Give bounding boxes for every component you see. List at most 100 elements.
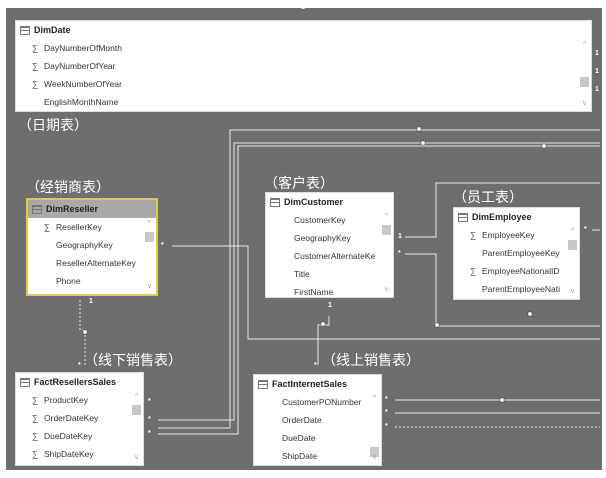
sigma-icon: ∑ [32,79,39,89]
card-many: * [148,416,151,423]
sigma-icon: ∑ [32,413,39,423]
field-name: EnglishMonthName [44,97,119,107]
card-many: * [385,396,388,403]
label-online-sales-table: （线上销售表） [322,353,420,369]
card-one: 1 [89,298,93,305]
card-one: 1 [328,302,332,309]
sigma-icon: ∑ [470,230,477,240]
scrollbar[interactable]: ^v [382,213,391,293]
field-row[interactable]: OrderDate [254,411,381,429]
card-many: * [148,398,151,405]
field-row[interactable]: Title [266,265,393,283]
rel-employee-cust [405,253,600,327]
card-many: * [148,430,151,437]
field-name: WeekNumberOfYear [44,79,122,89]
field-row[interactable]: ∑ DayNumberOfMonth [16,39,591,57]
card-one: 1 [595,50,599,57]
field-name: EmployeeNationalID [482,266,560,276]
card-many: * [584,226,587,233]
field-name: Title [294,269,310,279]
field-name: CustomerKey [294,215,346,225]
scrollbar[interactable]: ^v [145,220,154,290]
field-row[interactable]: DueDate [254,429,381,447]
card-one: 1 [301,4,305,11]
card-many: * [161,242,164,249]
field-row[interactable]: ∑ ProductKey [16,391,143,409]
card-many: * [385,409,388,416]
label-reseller-table: （经销商表） [26,180,110,196]
field-row[interactable]: ∑ EmployeeNationalID [454,262,579,280]
field-name: ShipDate [282,451,317,461]
rel-date-2 [158,142,600,421]
field-row[interactable]: ∑ OrderDateKey [16,409,143,427]
field-name: ParentEmployeeNati [482,284,560,294]
field-row[interactable]: ParentEmployeeKey [454,244,579,262]
field-name: FirstName [294,287,334,297]
field-row[interactable]: GeographyKey [28,236,156,254]
field-row[interactable]: ∑ ShipDateKey [16,445,143,463]
card-one: 1 [398,233,402,240]
sigma-icon: ∑ [470,266,477,276]
label-employee-table: （员工表） [453,190,523,206]
table-icon [270,198,280,208]
field-name: ResellerKey [56,222,102,232]
field-row[interactable]: CustomerPONumber [254,393,381,411]
field-name: CustomerAlternateKe [294,251,376,261]
card-many: * [314,362,317,369]
label-offline-sales-table: （线下销售表） [84,353,182,369]
field-row[interactable]: ResellerAlternateKey [28,254,156,272]
sigma-icon: ∑ [32,449,39,459]
scrollbar[interactable]: ^v [580,41,589,107]
field-row[interactable]: ∑DueDateKey [16,427,143,445]
field-name: ResellerAlternateKey [56,258,136,268]
field-name: ProductKey [44,395,88,405]
field-row[interactable]: EnglishMonthName [16,93,591,111]
scrollbar[interactable]: ^v [568,228,577,295]
field-name: DayNumberOfMonth [44,43,122,53]
label-customer-table: （客户表） [264,176,334,192]
rel-reseller-sales [79,300,86,365]
rel-customer-employee [405,182,600,238]
field-name: GeographyKey [294,233,351,243]
field-row[interactable]: CustomerAlternateKe [266,247,393,265]
field-row[interactable]: Phone [28,272,156,290]
field-row[interactable]: FirstName [266,283,393,297]
table-icon [20,26,30,36]
scrollbar[interactable]: ^v [132,393,141,461]
field-row[interactable]: ∑EmployeeKey [454,226,579,244]
table-icon [20,378,30,388]
card-many: * [398,250,401,257]
field-row[interactable]: ParentEmployeeNati [454,280,579,298]
card-one: 1 [595,68,599,75]
scrollbar[interactable]: ^v [370,395,379,461]
rel-reseller-internet [172,245,600,340]
field-name: ShipDateKey [44,449,94,459]
field-row[interactable]: GeographyKey [266,229,393,247]
table-icon [32,205,42,215]
rel-date-3 [158,145,600,435]
field-row[interactable]: ∑ WeekNumberOfYear [16,75,591,93]
sigma-icon: ∑ [32,61,39,71]
field-row[interactable]: ∑DayNumberOfYear [16,57,591,75]
table-factresellerssales[interactable]: FactResellersSales ∑ProductKey∑OrderDate… [15,372,144,466]
field-row[interactable]: CustomerKey [266,211,393,229]
table-icon [258,380,268,390]
card-many: * [78,362,81,369]
field-row[interactable]: ShipDate [254,447,381,465]
field-row[interactable]: ∑ResellerKey [28,218,156,236]
sigma-icon: ∑ [32,43,39,53]
field-name: OrderDateKey [44,413,99,423]
field-name: GeographyKey [56,240,113,250]
sigma-icon: ∑ [32,395,39,405]
rel-date-1 [158,129,600,429]
table-icon [458,213,468,223]
card-one: 1 [595,86,599,93]
field-name: ParentEmployeeKey [482,248,560,258]
field-name: OrderDate [282,415,322,425]
table-dimdate[interactable]: DimDate ∑DayNumberOfMonth∑DayNumberOfYea… [15,20,592,112]
